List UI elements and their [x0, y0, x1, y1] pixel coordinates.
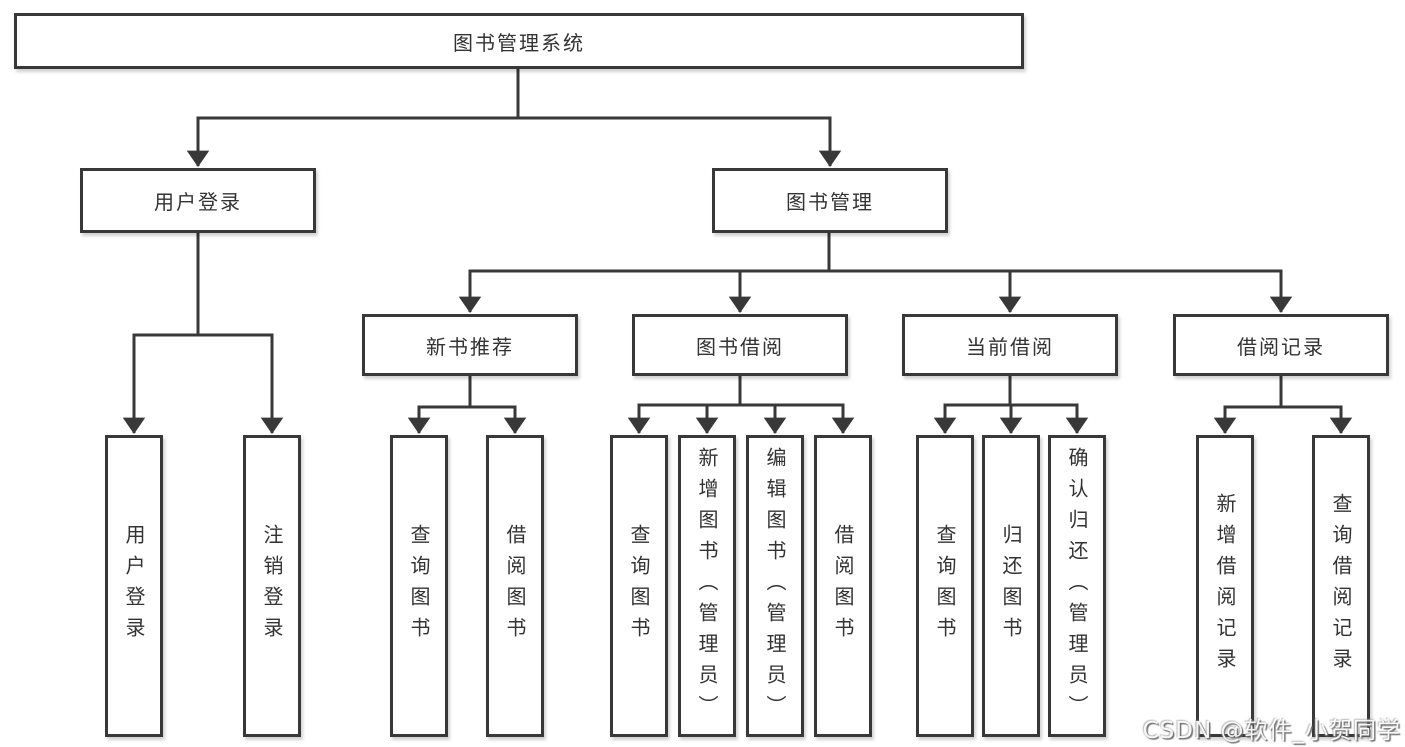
leaf-user-login: 用户登录 — [105, 435, 163, 737]
leaf-query-book-3-label: 查询图书 — [933, 524, 957, 648]
leaf-confirm-return-admin-label: 确认归还（管理员） — [1065, 446, 1089, 726]
node-new-book-recommend-label: 新书推荐 — [426, 334, 514, 359]
leaf-confirm-return-admin: 确认归还（管理员） — [1048, 435, 1106, 737]
node-book-management-label: 图书管理 — [786, 190, 874, 214]
connector-root-trunk — [196, 69, 832, 120]
node-new-book-recommend: 新书推荐 — [362, 314, 578, 376]
connector-new-book-recommend-trunk — [417, 376, 517, 409]
connector-current-borrow-trunk — [943, 376, 1079, 407]
leaf-edit-book-admin: 编辑图书（管理员） — [746, 435, 804, 737]
node-root-label: 图书管理系统 — [453, 30, 585, 55]
leaf-borrow-book-2: 借阅图书 — [814, 435, 872, 737]
leaf-query-book-1-label: 查询图书 — [407, 524, 431, 648]
node-book-borrow: 图书借阅 — [632, 314, 848, 376]
leaf-user-login-label: 用户登录 — [122, 524, 146, 648]
leaf-query-book-3: 查询图书 — [916, 435, 974, 737]
leaf-query-book-2: 查询图书 — [610, 435, 668, 737]
leaf-edit-book-admin-label: 编辑图书（管理员） — [763, 446, 787, 726]
leaf-logout-label: 注销登录 — [260, 524, 284, 648]
connector-book-borrow-trunk — [637, 376, 845, 407]
connector-user-login-trunk — [132, 233, 274, 337]
leaf-query-book-2-label: 查询图书 — [627, 524, 651, 648]
node-current-borrow: 当前借阅 — [902, 314, 1118, 376]
connector-book-management-trunk — [468, 233, 1283, 273]
node-book-borrow-label: 图书借阅 — [696, 334, 784, 359]
leaf-add-borrow-record: 新增借阅记录 — [1196, 435, 1254, 737]
node-user-login-label: 用户登录 — [154, 190, 242, 214]
leaf-return-book: 归还图书 — [982, 435, 1040, 737]
connector-borrow-record-trunk — [1223, 376, 1343, 409]
leaf-query-book-1: 查询图书 — [390, 435, 448, 737]
leaf-borrow-book-1: 借阅图书 — [486, 435, 544, 737]
node-current-borrow-label: 当前借阅 — [966, 334, 1054, 359]
node-borrow-record: 借阅记录 — [1173, 314, 1389, 376]
node-user-login: 用户登录 — [80, 168, 316, 233]
leaf-add-book-admin-label: 新增图书（管理员） — [695, 446, 719, 726]
leaf-add-borrow-record-label: 新增借阅记录 — [1213, 493, 1237, 679]
leaf-query-borrow-record-label: 查询借阅记录 — [1329, 493, 1353, 679]
leaf-borrow-book-1-label: 借阅图书 — [503, 524, 527, 648]
node-book-management: 图书管理 — [712, 168, 948, 233]
leaf-logout: 注销登录 — [243, 435, 301, 737]
leaf-query-borrow-record: 查询借阅记录 — [1312, 435, 1370, 737]
leaf-borrow-book-2-label: 借阅图书 — [831, 524, 855, 648]
leaf-return-book-label: 归还图书 — [999, 524, 1023, 648]
leaf-add-book-admin: 新增图书（管理员） — [678, 435, 736, 737]
node-root: 图书管理系统 — [14, 13, 1024, 69]
node-borrow-record-label: 借阅记录 — [1237, 334, 1325, 359]
